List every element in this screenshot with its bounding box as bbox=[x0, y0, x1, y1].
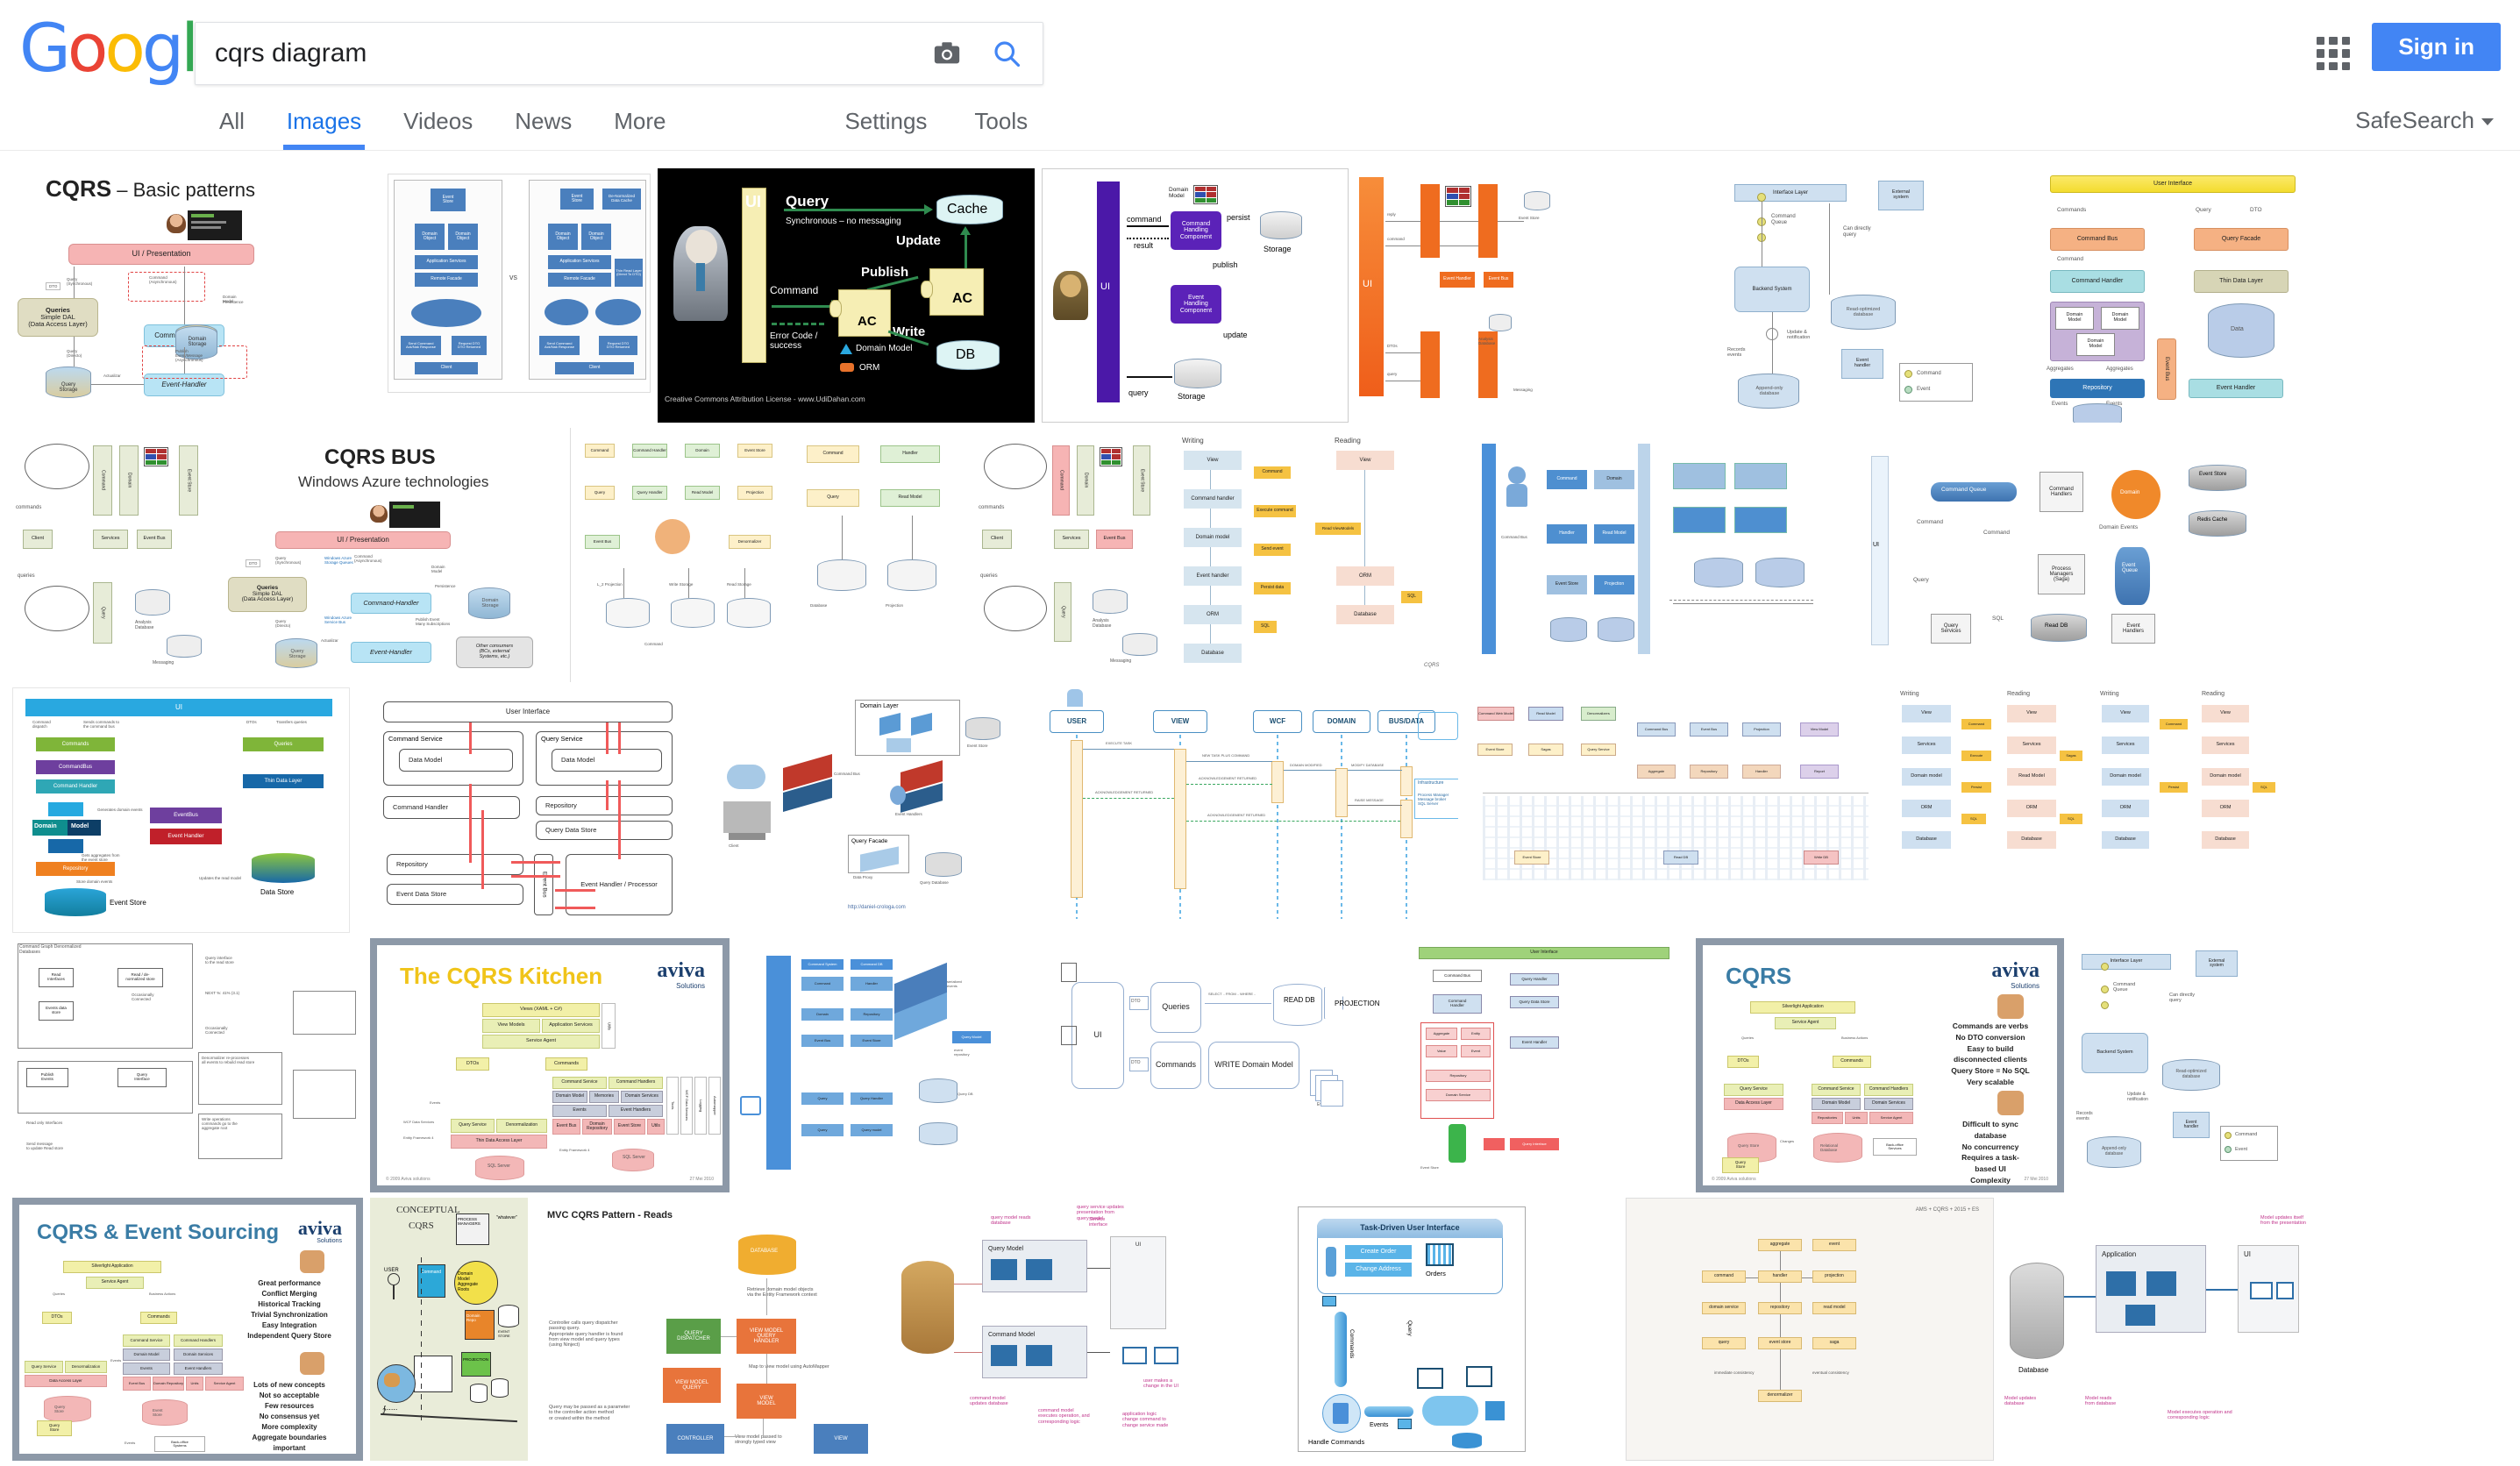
tab-all[interactable]: All bbox=[219, 108, 245, 134]
logo-letter-g: G bbox=[19, 9, 71, 87]
nav-tabs: All Images Videos News More bbox=[200, 110, 685, 150]
image-result-r5c6[interactable]: AMS + CQRS + 2015 + ES aggregate event c… bbox=[1626, 1198, 1994, 1461]
result-row: commands queries Client Services Event B… bbox=[12, 428, 2508, 682]
safesearch-label: SafeSearch bbox=[2355, 107, 2474, 133]
logo-letter-o1: o bbox=[67, 9, 108, 87]
image-result-r3c1[interactable]: UI Commands CommandBus Command Handler D… bbox=[12, 687, 350, 933]
image-result-r3c4[interactable]: USER VIEW WCF DOMAIN BUS/DATA EXECUTE TA… bbox=[1046, 687, 1458, 933]
image-result-r2c4[interactable]: Command Handler Query Read Model Databas… bbox=[796, 428, 972, 682]
nav-tools: Settings Tools bbox=[825, 110, 1047, 150]
tools-button[interactable]: Tools bbox=[974, 108, 1029, 134]
settings-button[interactable]: Settings bbox=[844, 108, 928, 134]
image-result-r3c3[interactable]: Domain Layer Event Store Command Bus Cli… bbox=[706, 687, 1039, 933]
logo-letter-o2: o bbox=[104, 9, 145, 87]
tab-more[interactable]: More bbox=[614, 108, 666, 134]
result-row: CQRS – Basic patterns UI / Presentation … bbox=[12, 160, 2508, 423]
image-result-r3c7[interactable]: Writing Reading View Services Domain mod… bbox=[2093, 687, 2277, 933]
image-result-r2c1[interactable]: commands queries Client Services Event B… bbox=[12, 428, 214, 682]
image-result-r4c6[interactable]: CQRS aviva Solutions Silverlight Applica… bbox=[1696, 938, 2064, 1192]
result-row: UI Commands CommandBus Command Handler D… bbox=[12, 687, 2508, 933]
image-result-r4c2[interactable]: The CQRS Kitchen aviva Solutions Views (… bbox=[370, 938, 730, 1192]
search-submit-button[interactable] bbox=[979, 26, 1034, 81]
image-result-r2c6[interactable]: Writing Reading View Command handler Dom… bbox=[1170, 428, 1468, 682]
image-result-r5c7[interactable]: Database Application UI Model updates it… bbox=[2001, 1198, 2352, 1461]
image-result-r3c5[interactable]: Command Web Model Read Model Denormalize… bbox=[1465, 687, 1886, 933]
image-result-r5c3[interactable]: MVC CQRS Pattern - Reads DATABASE Retrie… bbox=[535, 1198, 886, 1461]
image-result-r3c2[interactable]: User Interface Command Service Data Mode… bbox=[357, 687, 699, 933]
tab-news[interactable]: News bbox=[515, 108, 573, 134]
image-result-r4c4[interactable]: UI Queries Commands WRITE Domain Model D… bbox=[1059, 938, 1392, 1192]
chevron-down-icon bbox=[2481, 118, 2494, 126]
camera-icon[interactable] bbox=[927, 33, 967, 74]
image-result-r2c7[interactable]: Command Domain Handler Read Model Event … bbox=[1475, 428, 1852, 682]
safesearch-dropdown[interactable]: SafeSearch bbox=[2355, 107, 2494, 134]
image-result-r4c3[interactable]: Command System Command DB Command Handle… bbox=[737, 938, 1052, 1192]
image-result-r1c5[interactable]: UI Event Store Event Handler Event Bus A… bbox=[1356, 168, 1706, 423]
search-box[interactable] bbox=[195, 22, 1043, 85]
image-result-r1c3[interactable]: UI Query Synchronous – no messaging Cach… bbox=[658, 168, 1035, 423]
result-row: CQRS & Event Sourcing aviva Solutions Si… bbox=[12, 1198, 2508, 1461]
image-result-r2c2[interactable]: CQRS BUS Windows Azure technologies UI /… bbox=[221, 428, 563, 682]
sign-in-button[interactable]: Sign in bbox=[2372, 23, 2501, 71]
image-result-r5c1[interactable]: CQRS & Event Sourcing aviva Solutions Si… bbox=[12, 1198, 363, 1461]
image-result-r2c3[interactable]: Command Command Handler Domain Event Sto… bbox=[570, 428, 789, 682]
logo-letter-l: l bbox=[181, 9, 199, 87]
tab-videos[interactable]: Videos bbox=[403, 108, 473, 134]
logo-letter-g2: g bbox=[141, 9, 184, 87]
image-result-r5c5[interactable]: Task-Driven User Interface Create Order … bbox=[1268, 1198, 1619, 1461]
page-header: Google Sign in All Images Videos Ne bbox=[0, 0, 2520, 151]
image-result-r1c7[interactable]: User Interface Commands Query DTO Comman… bbox=[2027, 168, 2317, 423]
image-results-grid: CQRS – Basic patterns UI / Presentation … bbox=[0, 151, 2520, 1466]
apps-grid-icon[interactable] bbox=[2313, 33, 2353, 74]
image-result-r1c1[interactable]: CQRS – Basic patterns UI / Presentation … bbox=[12, 160, 381, 414]
image-result-r3c6[interactable]: Writing Reading View Services Domain mod… bbox=[1893, 687, 2086, 933]
search-input[interactable] bbox=[196, 39, 927, 68]
image-result-r2c5[interactable]: commands queries Client Services Event B… bbox=[979, 428, 1163, 682]
tab-images[interactable]: Images bbox=[267, 110, 381, 150]
search-nav: All Images Videos News More Settings Too… bbox=[0, 87, 2520, 150]
